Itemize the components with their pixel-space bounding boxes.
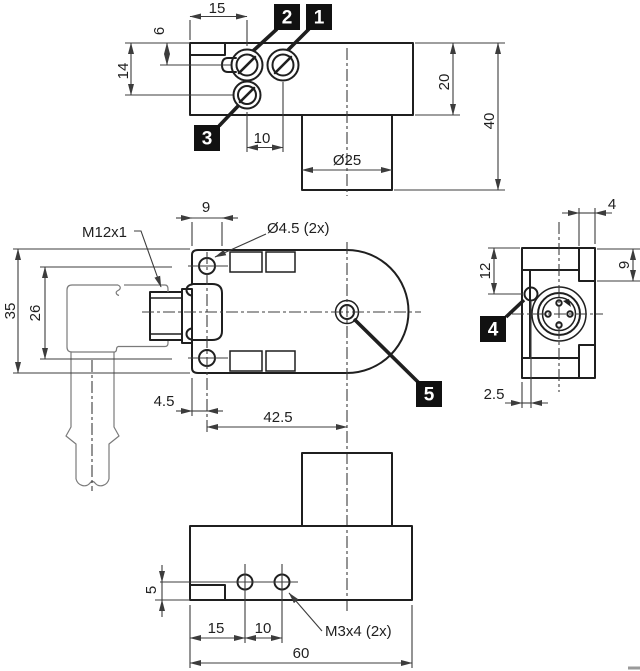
front-view: 9 35 26 4.5 42.5 M12x1 Ø4.5 (2x) 5 bbox=[2, 199, 442, 614]
hole-leader bbox=[214, 233, 267, 258]
side-body-outline bbox=[521, 247, 596, 379]
side-notch-top bbox=[578, 247, 596, 282]
bottom-view: 5 15 10 60 M3x4 (2x) bbox=[143, 452, 413, 668]
dim-label: 12 bbox=[477, 263, 494, 280]
dim-label: 10 bbox=[255, 620, 272, 637]
terminal-screw-2 bbox=[230, 48, 264, 82]
marker-slot bbox=[265, 350, 296, 372]
side-view: 4 12 9 2.5 4 bbox=[477, 196, 640, 408]
dim-label: 26 bbox=[27, 305, 44, 322]
callout-3-label: 3 bbox=[202, 129, 213, 150]
bottom-plunger bbox=[301, 452, 393, 527]
callout-4-label: 4 bbox=[488, 320, 499, 341]
terminal-screw-1 bbox=[266, 48, 300, 82]
screw-leader bbox=[288, 592, 323, 632]
bottom-body-outline bbox=[189, 525, 413, 601]
callout-4 bbox=[480, 316, 506, 342]
dim-label: 35 bbox=[2, 303, 19, 320]
dim-label: 4.5 bbox=[154, 393, 175, 410]
m12-thread-lines bbox=[150, 297, 182, 335]
m12-collar bbox=[181, 288, 193, 344]
dim-label: 15 bbox=[209, 0, 226, 17]
dim-label: Ø25 bbox=[333, 152, 361, 169]
callout-4-leader bbox=[504, 298, 526, 319]
side-notch-bottom bbox=[578, 344, 596, 379]
callout-3-leader bbox=[217, 103, 241, 128]
bottom-notch bbox=[189, 584, 226, 601]
dim-label: 5 bbox=[143, 586, 160, 594]
extension-lines-side bbox=[488, 208, 640, 408]
top-notch bbox=[189, 42, 226, 56]
callout-2 bbox=[274, 4, 300, 30]
callout-5 bbox=[416, 381, 442, 407]
top-view: 15 6 14 10 Ø25 20 40 2 1 3 bbox=[115, 0, 505, 196]
callout-3 bbox=[194, 125, 220, 151]
dim-label: 42.5 bbox=[263, 409, 292, 426]
callout-1-label: 1 bbox=[314, 8, 325, 29]
thread-note: M12x1 bbox=[82, 224, 127, 241]
callout-5-label: 5 bbox=[424, 385, 435, 406]
marker-slot bbox=[229, 350, 263, 372]
dim-label: 9 bbox=[202, 199, 210, 216]
callout-2-leader bbox=[251, 27, 279, 53]
dim-label: 60 bbox=[293, 645, 310, 662]
phantom-cable-connector bbox=[65, 284, 169, 491]
callout-1-leader bbox=[286, 27, 311, 52]
dim-label: 6 bbox=[151, 27, 168, 35]
extension-lines-front bbox=[13, 222, 228, 416]
callout-5-leader bbox=[352, 317, 421, 385]
dim-label: 9 bbox=[616, 261, 633, 269]
led-indicator bbox=[523, 286, 539, 302]
dim-label: 20 bbox=[436, 74, 453, 91]
callout-2-label: 2 bbox=[282, 8, 293, 29]
terminal-screw-3 bbox=[232, 80, 262, 110]
dim-label: 14 bbox=[115, 63, 132, 80]
dim-label: 10 bbox=[254, 130, 271, 147]
dim-label: 40 bbox=[481, 113, 498, 130]
dim-label: 4 bbox=[608, 196, 616, 213]
m12-leader bbox=[134, 230, 162, 288]
extension-lines-top bbox=[125, 20, 505, 191]
m12-thread bbox=[149, 291, 183, 341]
marker-slot bbox=[265, 251, 296, 273]
pin bbox=[566, 310, 574, 318]
keying-notch bbox=[563, 299, 571, 307]
dim-label: 2.5 bbox=[484, 386, 505, 403]
mount-hole-note: Ø4.5 (2x) bbox=[267, 220, 330, 237]
dim-label: 15 bbox=[208, 620, 225, 637]
fixing-screw-note: M3x4 (2x) bbox=[325, 623, 392, 640]
extension-lines-bottom bbox=[155, 564, 413, 668]
callout-1 bbox=[306, 4, 332, 30]
top-body-outline bbox=[189, 42, 414, 116]
front-body-outline bbox=[223, 249, 410, 374]
marker-slot bbox=[229, 251, 263, 273]
